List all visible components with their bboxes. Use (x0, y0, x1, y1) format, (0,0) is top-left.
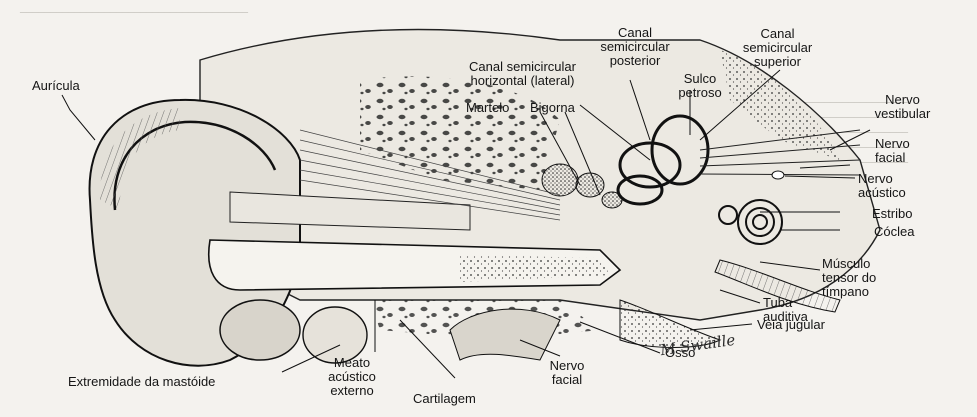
label-nervo-facial-right: Nervo facial (875, 137, 910, 165)
label-musculo-tensor: Músculo tensor do tímpano (822, 257, 876, 299)
label-canal-horizontal: Canal semicircular horizontal (lateral) (440, 60, 605, 88)
nerve-ending (772, 171, 784, 179)
label-meato: Meato acústico externo (312, 356, 392, 398)
label-canal-superior: Canal semicircular superior (730, 27, 825, 69)
label-extremidade-mastoide: Extremidade da mastóide (68, 375, 215, 389)
label-estribo: Estribo (872, 207, 912, 221)
concha (220, 300, 300, 360)
label-auricula: Aurícula (32, 79, 80, 93)
label-bigorna: Bigorna (530, 101, 575, 115)
label-cartilagem: Cartilagem (413, 392, 476, 406)
label-nervo-facial-bottom: Nervo facial (537, 359, 597, 387)
label-canal-posterior: Canal semicircular posterior (595, 26, 675, 68)
label-sulco-petroso: Sulco petroso (670, 72, 730, 100)
label-coclea: Cóclea (874, 225, 914, 239)
label-veia-jugular: Veia jugular (757, 318, 825, 332)
label-nervo-acustico: Nervo acústico (858, 172, 906, 200)
label-nervo-vestibular: Nervo vestibular (865, 93, 940, 121)
label-martelo: Martelo (466, 101, 509, 115)
